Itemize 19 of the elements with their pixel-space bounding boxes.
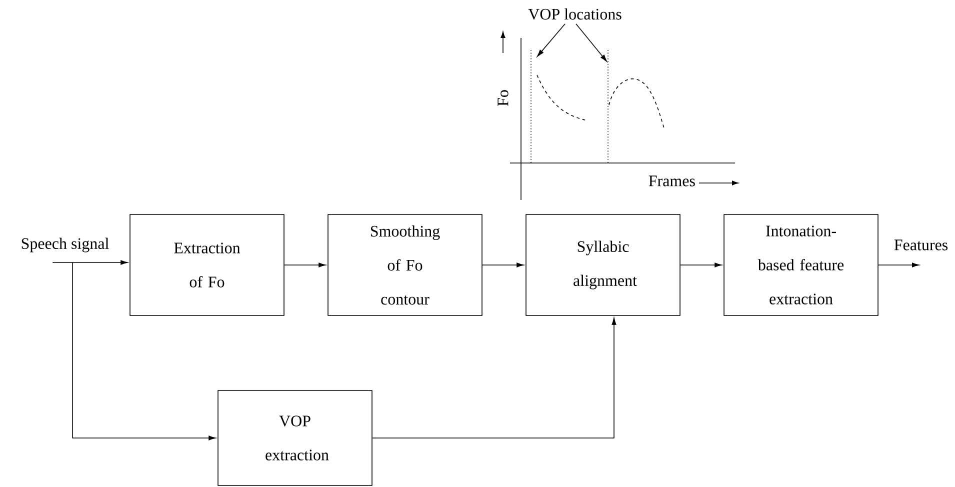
axis-label: Fo [498,90,508,106]
leader-line [576,23,608,62]
arrow [482,262,524,268]
process-box: Intonation-based feature extraction [724,214,878,316]
axis-label: Frames [648,176,695,186]
arrow [72,262,216,440]
process-box: VOP extraction [218,390,372,486]
text-label: Speech signal [22,238,109,252]
process-box: Extraction of Fo [130,214,284,316]
process-box: Smoothing of Fo contour [328,214,482,316]
arrow [284,262,326,268]
text-label: Features [894,240,948,250]
arrow [878,262,920,268]
arrow [372,318,616,438]
arrow [680,262,722,268]
arrow [52,260,128,265]
process-box: Syllabic alignment [526,214,680,316]
text-label: VOP locations [528,8,622,20]
leader-line [537,23,566,57]
